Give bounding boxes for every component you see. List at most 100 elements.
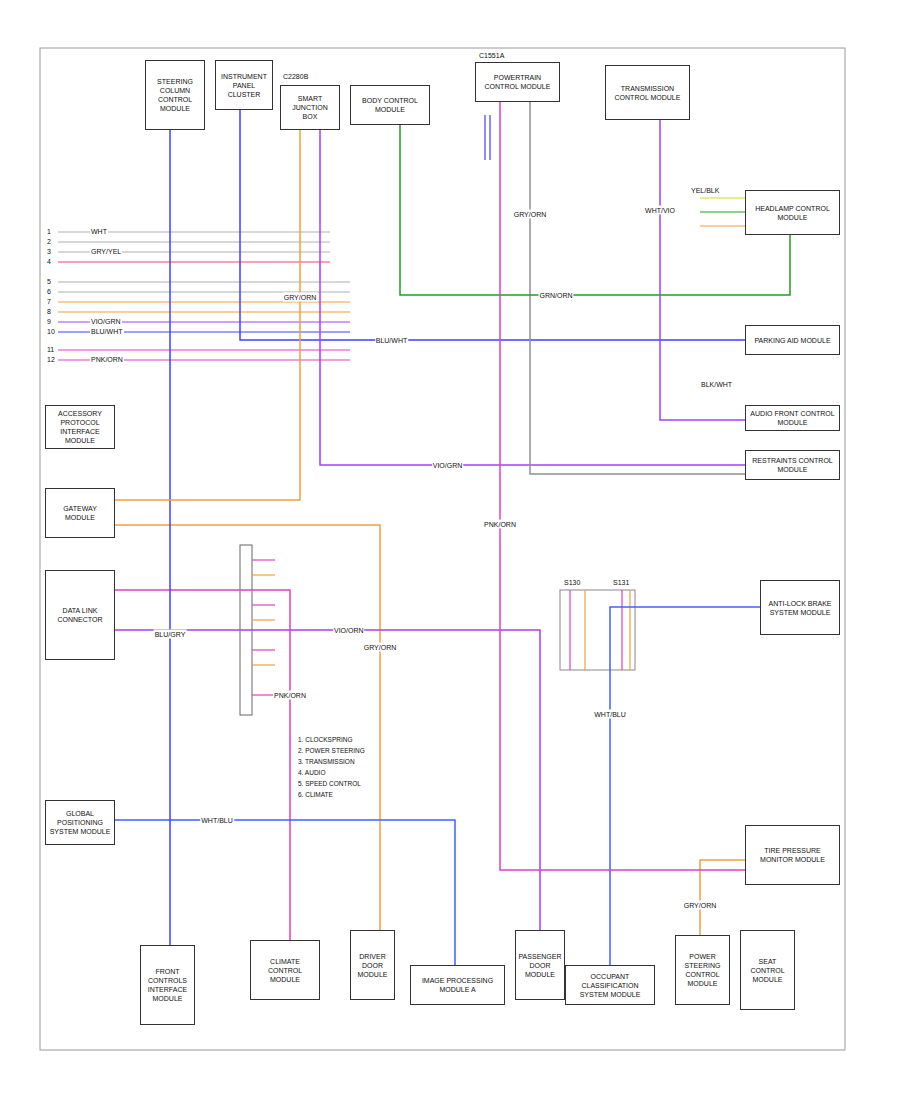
wire-label: 7	[46, 297, 52, 306]
module-label: IMAGE PROCESSING MODULE A	[414, 976, 501, 994]
wire	[115, 630, 540, 930]
module-label: SEAT CONTROL MODULE	[744, 957, 791, 984]
wire-label: 1. CLOCKSPRING	[297, 735, 354, 744]
module-box: ACCESSORY PROTOCOL INTERFACE MODULE	[45, 405, 115, 449]
wire-label: C1551A	[478, 51, 505, 60]
module-box: POWERTRAIN CONTROL MODULE	[475, 62, 560, 102]
module-label: TRANSMISSION CONTROL MODULE	[609, 84, 686, 102]
module-label: PASSENGER DOOR MODULE	[518, 952, 561, 979]
module-box: TRANSMISSION CONTROL MODULE	[605, 65, 690, 120]
wire-label: 1	[46, 227, 52, 236]
wire	[500, 102, 745, 870]
module-box: FRONT CONTROLS INTERFACE MODULE	[140, 945, 195, 1025]
wire-color-label: PNK/ORN	[483, 520, 517, 529]
wire-label: 3	[46, 247, 52, 256]
module-label: GLOBAL POSITIONING SYSTEM MODULE	[49, 809, 111, 836]
module-box: RESTRAINTS CONTROL MODULE	[745, 450, 840, 480]
module-label: RESTRAINTS CONTROL MODULE	[749, 456, 836, 474]
wire-label: 6	[46, 287, 52, 296]
wire	[320, 130, 745, 465]
wire-color-label: WHT/BLU	[200, 816, 234, 825]
module-box: PARKING AID MODULE	[745, 325, 840, 355]
module-label: ACCESSORY PROTOCOL INTERFACE MODULE	[49, 409, 111, 445]
wire-label: 5	[46, 277, 52, 286]
wire	[115, 590, 290, 940]
wire-label: 2	[46, 237, 52, 246]
module-box: HEADLAMP CONTROL MODULE	[745, 190, 840, 235]
wire	[660, 120, 745, 420]
wire	[115, 525, 380, 930]
page-frame	[40, 48, 845, 1050]
module-label: AUDIO FRONT CONTROL MODULE	[749, 409, 836, 427]
wire-color-label: BLU/GRY	[154, 629, 187, 638]
wire-label: 11	[46, 345, 55, 354]
module-box: DATA LINK CONNECTOR	[45, 570, 115, 660]
wire	[400, 125, 790, 295]
wire-color-label: VIO/GRN	[432, 461, 464, 470]
module-box: BODY CONTROL MODULE	[350, 85, 430, 125]
wire-color-label: GRY/ORN	[683, 901, 718, 910]
wire-label: 2. POWER STEERING	[297, 746, 366, 755]
module-box: OCCUPANT CLASSIFICATION SYSTEM MODULE	[565, 965, 655, 1005]
module-box: ANTI-LOCK BRAKE SYSTEM MODULE	[760, 580, 840, 635]
wire-color-label: BLU/WHT	[375, 336, 409, 345]
wire-label: 10	[46, 327, 56, 336]
pin-wires	[58, 232, 350, 360]
module-box: GLOBAL POSITIONING SYSTEM MODULE	[45, 800, 115, 845]
module-label: OCCUPANT CLASSIFICATION SYSTEM MODULE	[569, 972, 651, 999]
splice-pack	[560, 590, 635, 670]
module-box: INSTRUMENT PANEL CLUSTER	[215, 60, 273, 110]
module-label: GATEWAY MODULE	[49, 504, 111, 522]
module-label: TIRE PRESSURE MONITOR MODULE	[749, 846, 836, 864]
module-label: DATA LINK CONNECTOR	[49, 606, 111, 624]
module-box: CLIMATE CONTROL MODULE	[250, 940, 320, 1000]
module-box: DRIVER DOOR MODULE	[350, 930, 395, 1000]
module-box: PASSENGER DOOR MODULE	[515, 930, 565, 1000]
module-label: POWER STEERING CONTROL MODULE	[679, 952, 726, 988]
wire-label: 6. CLIMATE	[297, 790, 334, 799]
wire-color-label: GRY/ORN	[283, 292, 318, 301]
wire	[240, 110, 745, 340]
wire-color-label: GRN/ORN	[538, 291, 573, 300]
module-label: SMART JUNCTION BOX	[284, 94, 336, 121]
wire-color-label: GRY/ORN	[363, 642, 398, 651]
wire-color-label: WHT/VIO	[644, 206, 676, 215]
module-box: AUDIO FRONT CONTROL MODULE	[745, 405, 840, 431]
wire-label: GRY/YEL	[90, 247, 122, 256]
wire	[700, 860, 745, 935]
wire-color-label: PNK/ORN	[273, 691, 307, 700]
module-box: SMART JUNCTION BOX	[280, 85, 340, 130]
module-label: HEADLAMP CONTROL MODULE	[749, 204, 836, 222]
module-box: SEAT CONTROL MODULE	[740, 930, 795, 1010]
module-label: INSTRUMENT PANEL CLUSTER	[219, 72, 269, 99]
wire-label: C2280B	[282, 72, 309, 81]
wire	[169, 130, 171, 945]
wire-label: WHT	[90, 227, 108, 236]
wire-label: 3. TRANSMISSION	[297, 757, 356, 766]
module-box: POWER STEERING CONTROL MODULE	[675, 935, 730, 1005]
module-label: BODY CONTROL MODULE	[354, 96, 426, 114]
wire-label: 8	[46, 307, 52, 316]
wire	[530, 102, 745, 474]
wire-label: BLK/WHT	[700, 380, 733, 389]
wire-label: 4	[46, 257, 52, 266]
module-label: CLIMATE CONTROL MODULE	[254, 957, 316, 984]
wire-color-label: GRY/ORN	[513, 209, 548, 218]
wire-label: S131	[612, 578, 630, 587]
module-box: IMAGE PROCESSING MODULE A	[410, 965, 505, 1005]
wire-label: 4. AUDIO	[297, 768, 326, 777]
wire	[610, 607, 760, 965]
module-label: POWERTRAIN CONTROL MODULE	[479, 73, 556, 91]
wire-label: PNK/ORN	[90, 355, 124, 364]
module-box: STEERING COLUMN CONTROL MODULE	[145, 60, 205, 130]
module-box: GATEWAY MODULE	[45, 488, 115, 538]
wire-label: VIO/GRN	[90, 317, 122, 326]
module-label: PARKING AID MODULE	[754, 336, 830, 345]
wire-label: 9	[46, 317, 52, 326]
module-label: DRIVER DOOR MODULE	[354, 952, 391, 979]
wire	[115, 130, 300, 500]
wire-color-label: VIO/ORN	[333, 626, 365, 635]
wire-label: 5. SPEED CONTROL	[297, 779, 362, 788]
module-label: STEERING COLUMN CONTROL MODULE	[149, 77, 201, 113]
